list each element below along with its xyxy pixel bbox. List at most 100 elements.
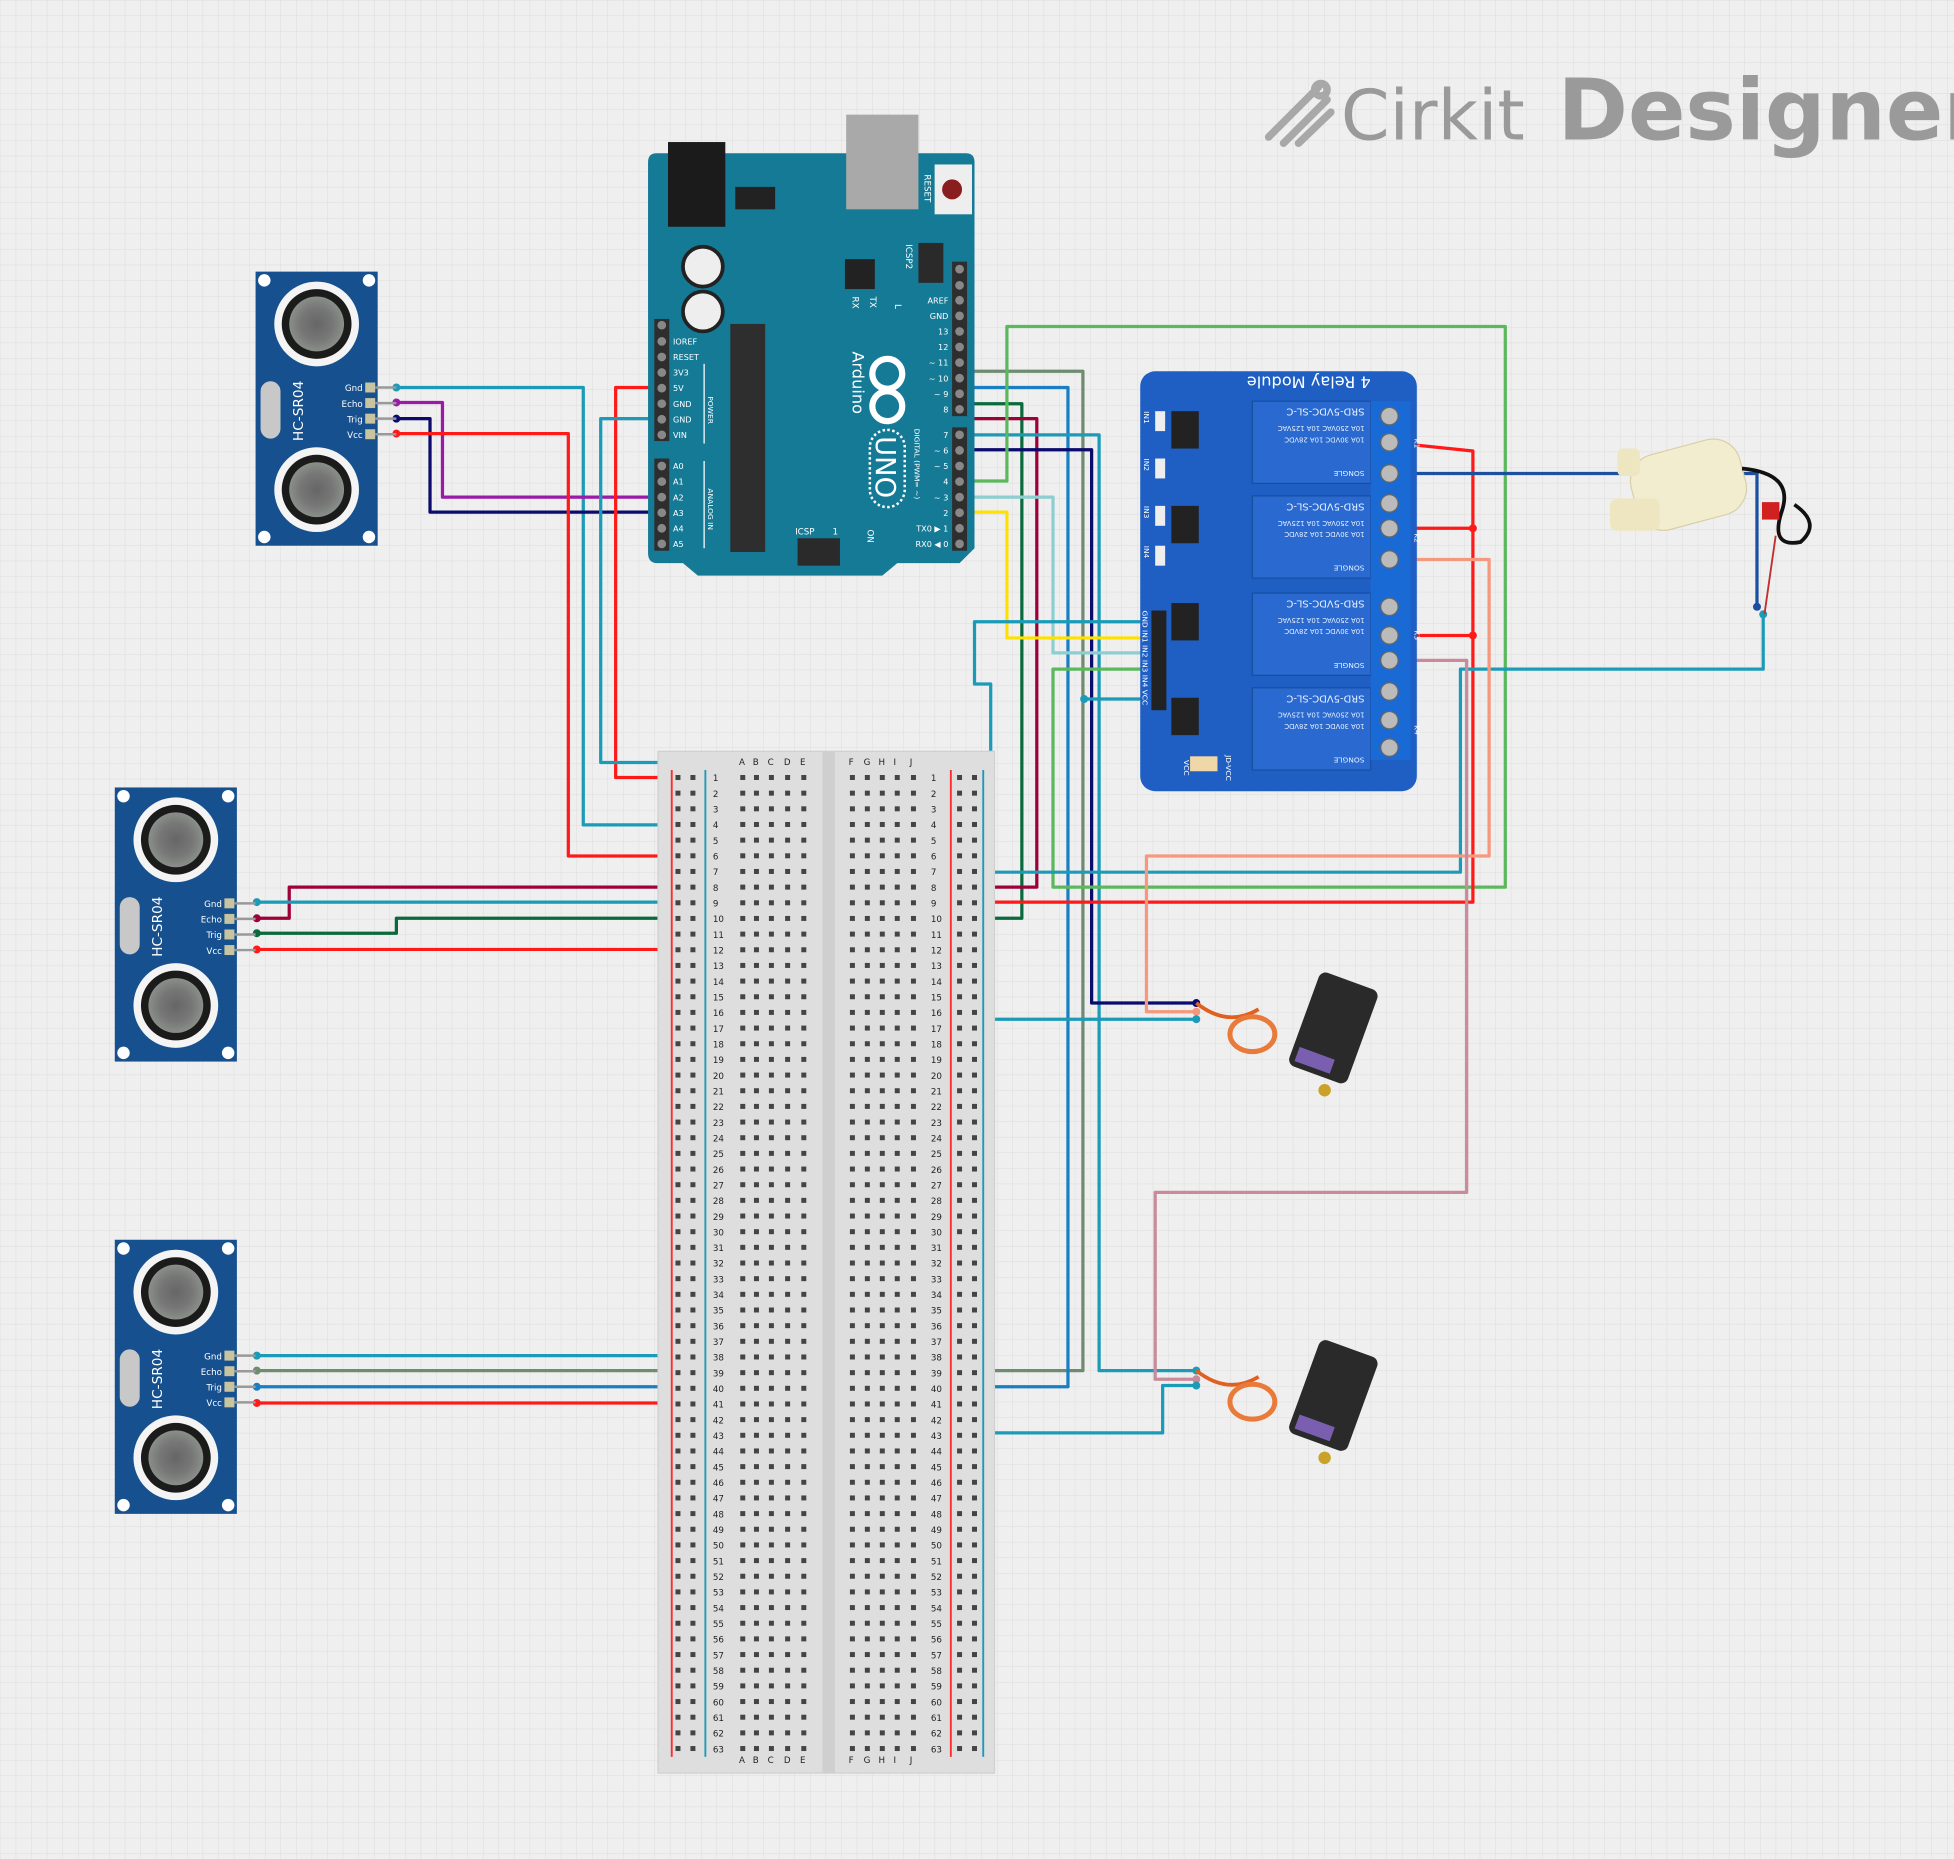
breadboard-hole[interactable] <box>910 1605 916 1611</box>
breadboard-hole[interactable] <box>768 1009 774 1015</box>
breadboard-hole[interactable] <box>910 931 916 937</box>
breadboard-hole[interactable] <box>675 1103 681 1109</box>
breadboard-hole[interactable] <box>768 821 774 827</box>
breadboard-hole[interactable] <box>785 884 791 890</box>
breadboard-hole[interactable] <box>972 1307 977 1313</box>
breadboard-hole[interactable] <box>801 1495 807 1501</box>
breadboard-hole[interactable] <box>690 884 696 890</box>
breadboard-hole[interactable] <box>957 1605 963 1611</box>
breadboard-hole[interactable] <box>785 1526 791 1532</box>
breadboard-hole[interactable] <box>894 1166 900 1172</box>
breadboard-hole[interactable] <box>753 900 759 906</box>
breadboard-hole[interactable] <box>972 1025 977 1031</box>
breadboard-hole[interactable] <box>894 1730 900 1736</box>
breadboard-hole[interactable] <box>894 1197 900 1203</box>
breadboard-hole[interactable] <box>675 1495 681 1501</box>
breadboard-hole[interactable] <box>740 962 746 968</box>
breadboard-hole[interactable] <box>894 1072 900 1078</box>
breadboard-hole[interactable] <box>753 1323 759 1329</box>
breadboard-hole[interactable] <box>972 962 977 968</box>
breadboard-hole[interactable] <box>675 1652 681 1658</box>
header-pin[interactable] <box>657 539 667 549</box>
wire-path[interactable] <box>959 324 1507 889</box>
breadboard-hole[interactable] <box>910 1119 916 1125</box>
breadboard-hole[interactable] <box>768 1213 774 1219</box>
breadboard-hole[interactable] <box>849 821 855 827</box>
header-pin[interactable] <box>657 508 667 518</box>
breadboard-hole[interactable] <box>785 1056 791 1062</box>
breadboard-hole[interactable] <box>894 1605 900 1611</box>
breadboard-hole[interactable] <box>801 806 807 812</box>
wire-path[interactable] <box>396 400 662 499</box>
breadboard-hole[interactable] <box>849 1041 855 1047</box>
breadboard-hole[interactable] <box>864 1511 870 1517</box>
breadboard-hole[interactable] <box>910 1589 916 1595</box>
breadboard-hole[interactable] <box>972 1338 977 1344</box>
breadboard-hole[interactable] <box>894 1213 900 1219</box>
breadboard-hole[interactable] <box>894 900 900 906</box>
breadboard-hole[interactable] <box>972 915 977 921</box>
breadboard-hole[interactable] <box>972 1370 977 1376</box>
breadboard-hole[interactable] <box>910 1197 916 1203</box>
breadboard-hole[interactable] <box>849 884 855 890</box>
breadboard-hole[interactable] <box>753 1746 759 1752</box>
wire-path[interactable] <box>1144 557 1491 1014</box>
breadboard-hole[interactable] <box>957 1056 963 1062</box>
breadboard-hole[interactable] <box>894 931 900 937</box>
breadboard-hole[interactable] <box>910 1683 916 1689</box>
breadboard-hole[interactable] <box>785 1307 791 1313</box>
breadboard-hole[interactable] <box>801 978 807 984</box>
breadboard-hole[interactable] <box>879 994 885 1000</box>
breadboard-hole[interactable] <box>801 1088 807 1094</box>
breadboard-hole[interactable] <box>801 1025 807 1031</box>
breadboard-hole[interactable] <box>690 806 696 812</box>
breadboard-hole[interactable] <box>675 1229 681 1235</box>
header-pin[interactable] <box>955 358 964 367</box>
breadboard-hole[interactable] <box>801 1338 807 1344</box>
breadboard-hole[interactable] <box>768 837 774 843</box>
breadboard-hole[interactable] <box>849 1103 855 1109</box>
breadboard-hole[interactable] <box>768 994 774 1000</box>
breadboard-hole[interactable] <box>894 1511 900 1517</box>
breadboard-hole[interactable] <box>768 1041 774 1047</box>
breadboard-hole[interactable] <box>879 1620 885 1626</box>
sensor-pin[interactable] <box>224 898 235 909</box>
breadboard-hole[interactable] <box>849 1338 855 1344</box>
breadboard-hole[interactable] <box>768 1291 774 1297</box>
header-pin[interactable] <box>657 368 667 377</box>
breadboard-hole[interactable] <box>849 1135 855 1141</box>
screw-terminal[interactable] <box>1380 651 1399 670</box>
breadboard-hole[interactable] <box>849 947 855 953</box>
breadboard-hole[interactable] <box>768 947 774 953</box>
breadboard-hole[interactable] <box>972 1417 977 1423</box>
breadboard-hole[interactable] <box>801 1041 807 1047</box>
breadboard-hole[interactable] <box>740 1714 746 1720</box>
breadboard-hole[interactable] <box>753 1558 759 1564</box>
breadboard-hole[interactable] <box>753 1636 759 1642</box>
breadboard-hole[interactable] <box>957 900 963 906</box>
breadboard-hole[interactable] <box>972 837 977 843</box>
breadboard-hole[interactable] <box>849 1479 855 1485</box>
breadboard-hole[interactable] <box>675 1730 681 1736</box>
header-pin[interactable] <box>657 461 667 471</box>
breadboard-hole[interactable] <box>801 1667 807 1673</box>
breadboard-hole[interactable] <box>690 962 696 968</box>
breadboard-hole[interactable] <box>753 1213 759 1219</box>
breadboard-hole[interactable] <box>690 947 696 953</box>
breadboard-hole[interactable] <box>910 1291 916 1297</box>
breadboard-hole[interactable] <box>740 1260 746 1266</box>
breadboard-hole[interactable] <box>768 1511 774 1517</box>
breadboard-hole[interactable] <box>740 1354 746 1360</box>
breadboard-hole[interactable] <box>690 978 696 984</box>
breadboard-hole[interactable] <box>801 1699 807 1705</box>
breadboard-hole[interactable] <box>768 1072 774 1078</box>
breadboard-hole[interactable] <box>785 1558 791 1564</box>
breadboard-hole[interactable] <box>879 1511 885 1517</box>
breadboard-hole[interactable] <box>740 900 746 906</box>
breadboard-hole[interactable] <box>910 884 916 890</box>
breadboard-hole[interactable] <box>972 853 977 859</box>
breadboard-hole[interactable] <box>690 1432 696 1438</box>
breadboard-hole[interactable] <box>785 1479 791 1485</box>
breadboard-hole[interactable] <box>879 1166 885 1172</box>
breadboard-hole[interactable] <box>894 1370 900 1376</box>
